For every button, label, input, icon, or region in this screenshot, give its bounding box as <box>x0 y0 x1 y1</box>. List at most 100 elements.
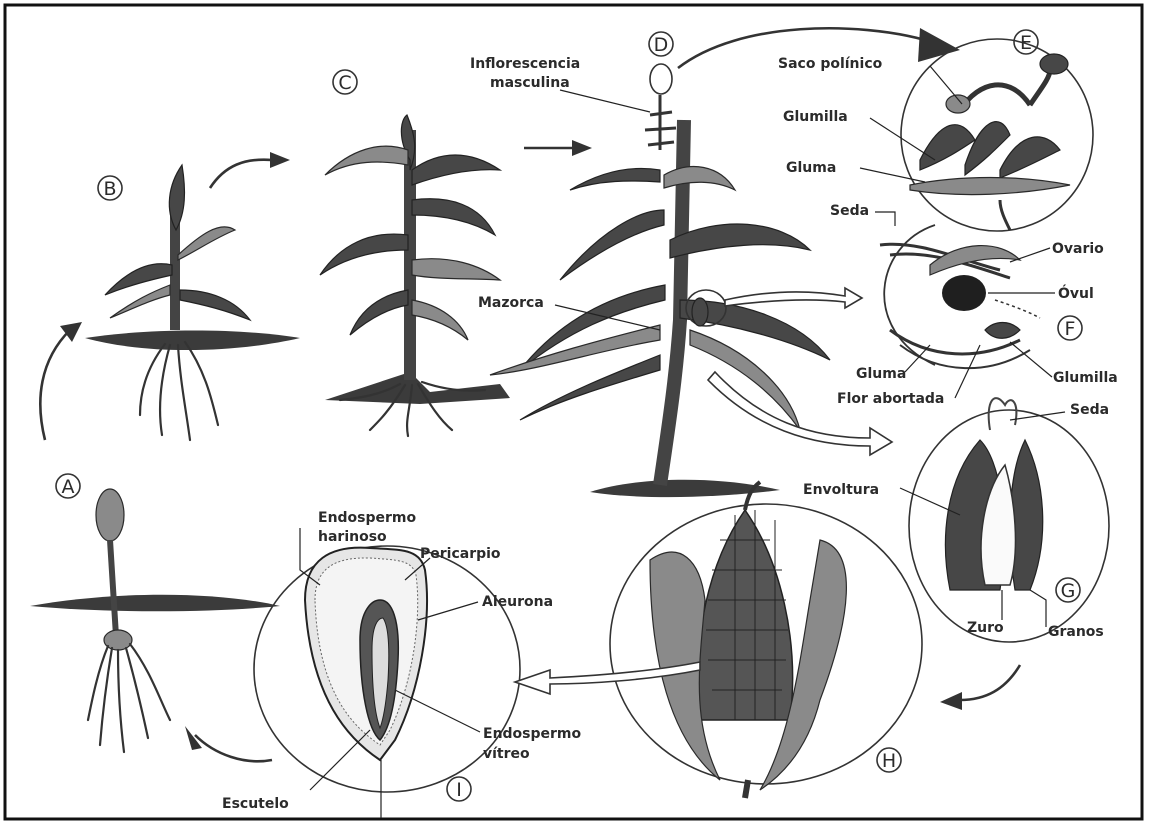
leader-gluma-e <box>860 168 925 182</box>
tassel-d <box>645 95 676 150</box>
leaf-c2 <box>325 146 408 175</box>
ovary-wall-top <box>930 246 1020 275</box>
label-flor-abortada: Flor abortada <box>837 391 944 407</box>
label-ovul: Óvul <box>1058 284 1094 302</box>
label-inflorescencia-1: Inflorescencia <box>470 56 580 72</box>
glume-e3 <box>1000 137 1060 178</box>
male-flower-e <box>901 39 1093 231</box>
arrow-i-to-a <box>195 735 272 761</box>
label-escutelo: Escutelo <box>222 796 289 812</box>
label-gluma-e: Gluma <box>786 160 836 176</box>
label-saco-polinico: Saco polínico <box>778 56 883 72</box>
leaf-c3 <box>412 155 500 185</box>
label-seda-f: Seda <box>830 203 869 219</box>
label-glumilla-f: Glumilla <box>1053 370 1118 386</box>
leader-inflorescencia <box>560 90 650 112</box>
label-zuro: Zuro <box>967 620 1004 636</box>
label-gluma-f: Gluma <box>856 366 906 382</box>
silk-g <box>989 398 1017 430</box>
marker-f: F <box>1065 318 1076 340</box>
arrow-d-to-e-head <box>918 28 960 62</box>
arrow-g-to-h <box>960 665 1020 700</box>
leaf-d8 <box>690 330 800 430</box>
roots-b <box>140 342 218 440</box>
leader-glumilla-f <box>1010 342 1052 377</box>
plant-c <box>320 115 510 436</box>
label-seda-g: Seda <box>1070 402 1109 418</box>
arrow-b-to-c-head <box>270 152 290 168</box>
leaf-c6 <box>412 259 500 280</box>
leader-gluma-f <box>905 345 930 372</box>
glume-e4 <box>910 178 1070 195</box>
marker-c: C <box>338 72 351 94</box>
roots-a <box>88 644 170 752</box>
leader-seda-g <box>1010 412 1065 420</box>
leaf-d4 <box>670 224 810 258</box>
leaf-b4 <box>180 290 250 320</box>
label-inflorescencia-2: masculina <box>490 75 570 91</box>
stamen-e <box>960 70 1050 110</box>
label-endospermo-vitreo-2: vítreo <box>483 746 530 762</box>
ear-d <box>692 298 708 326</box>
label-endospermo-harinoso-1: Endospermo <box>318 510 417 526</box>
label-glumilla-e: Glumilla <box>783 109 848 125</box>
pedicel-e <box>1000 200 1010 230</box>
leaf-c5 <box>320 234 408 275</box>
arrow-a-to-b <box>40 330 70 440</box>
leaf-c8 <box>412 300 468 340</box>
ovule-f <box>942 275 986 311</box>
arrow-b-to-c <box>210 160 272 188</box>
anther-e <box>1040 54 1068 74</box>
leader-ovario <box>1010 248 1050 262</box>
leaf-c4 <box>412 199 495 235</box>
label-ovario: Ovario <box>1052 241 1104 257</box>
leader-granos <box>1030 590 1046 627</box>
leaf-b1 <box>169 165 184 230</box>
leader-escutelo <box>310 730 370 790</box>
soil-b <box>85 331 300 351</box>
label-endospermo-harinoso-2: harinoso <box>318 529 387 545</box>
marker-g: G <box>1061 580 1076 602</box>
arrow-d-to-f <box>725 288 862 308</box>
dotted-line-f <box>995 300 1040 318</box>
diagram-border <box>5 5 1142 819</box>
leaf-b2 <box>178 227 235 260</box>
marker-b: B <box>103 178 116 200</box>
leaf-d3 <box>560 210 664 280</box>
label-mazorca: Mazorca <box>478 295 544 311</box>
anther-e2 <box>946 95 970 113</box>
label-pericarpio: Pericarpio <box>420 546 501 562</box>
leader-saco-polinico <box>930 66 962 104</box>
label-envoltura: Envoltura <box>803 482 879 498</box>
marker-e: E <box>1020 32 1032 54</box>
leaf-c7 <box>350 290 408 335</box>
aborted-flower-f <box>985 323 1020 339</box>
young-plant-b <box>85 165 300 440</box>
seedling-a <box>30 489 280 752</box>
arrow-c-to-d-head <box>572 140 592 156</box>
marker-d: D <box>654 34 669 56</box>
cob-h <box>697 510 792 720</box>
leader-seda-f <box>875 212 895 226</box>
stalk-h <box>745 780 748 798</box>
soil-a <box>30 595 280 612</box>
leaf-d1 <box>570 168 660 190</box>
arrow-d-to-g <box>708 372 892 455</box>
arrow-g-to-h-head <box>940 692 962 710</box>
marker-a: A <box>62 476 75 498</box>
label-aleurona: Aleurona <box>482 594 553 610</box>
leaf-d2 <box>664 167 735 190</box>
kernel-section-i <box>254 546 520 792</box>
ear-section-g <box>909 398 1109 642</box>
marker-h: H <box>882 750 896 772</box>
stem-a <box>110 540 116 636</box>
seed-leaf-a <box>96 489 124 541</box>
marker-i: I <box>456 779 462 801</box>
mature-plant-d <box>490 64 830 497</box>
ear-h <box>610 482 922 798</box>
tassel-highlight-circle <box>650 64 672 94</box>
label-granos: Granos <box>1048 624 1104 640</box>
label-endospermo-vitreo-1: Endospermo <box>483 726 582 742</box>
